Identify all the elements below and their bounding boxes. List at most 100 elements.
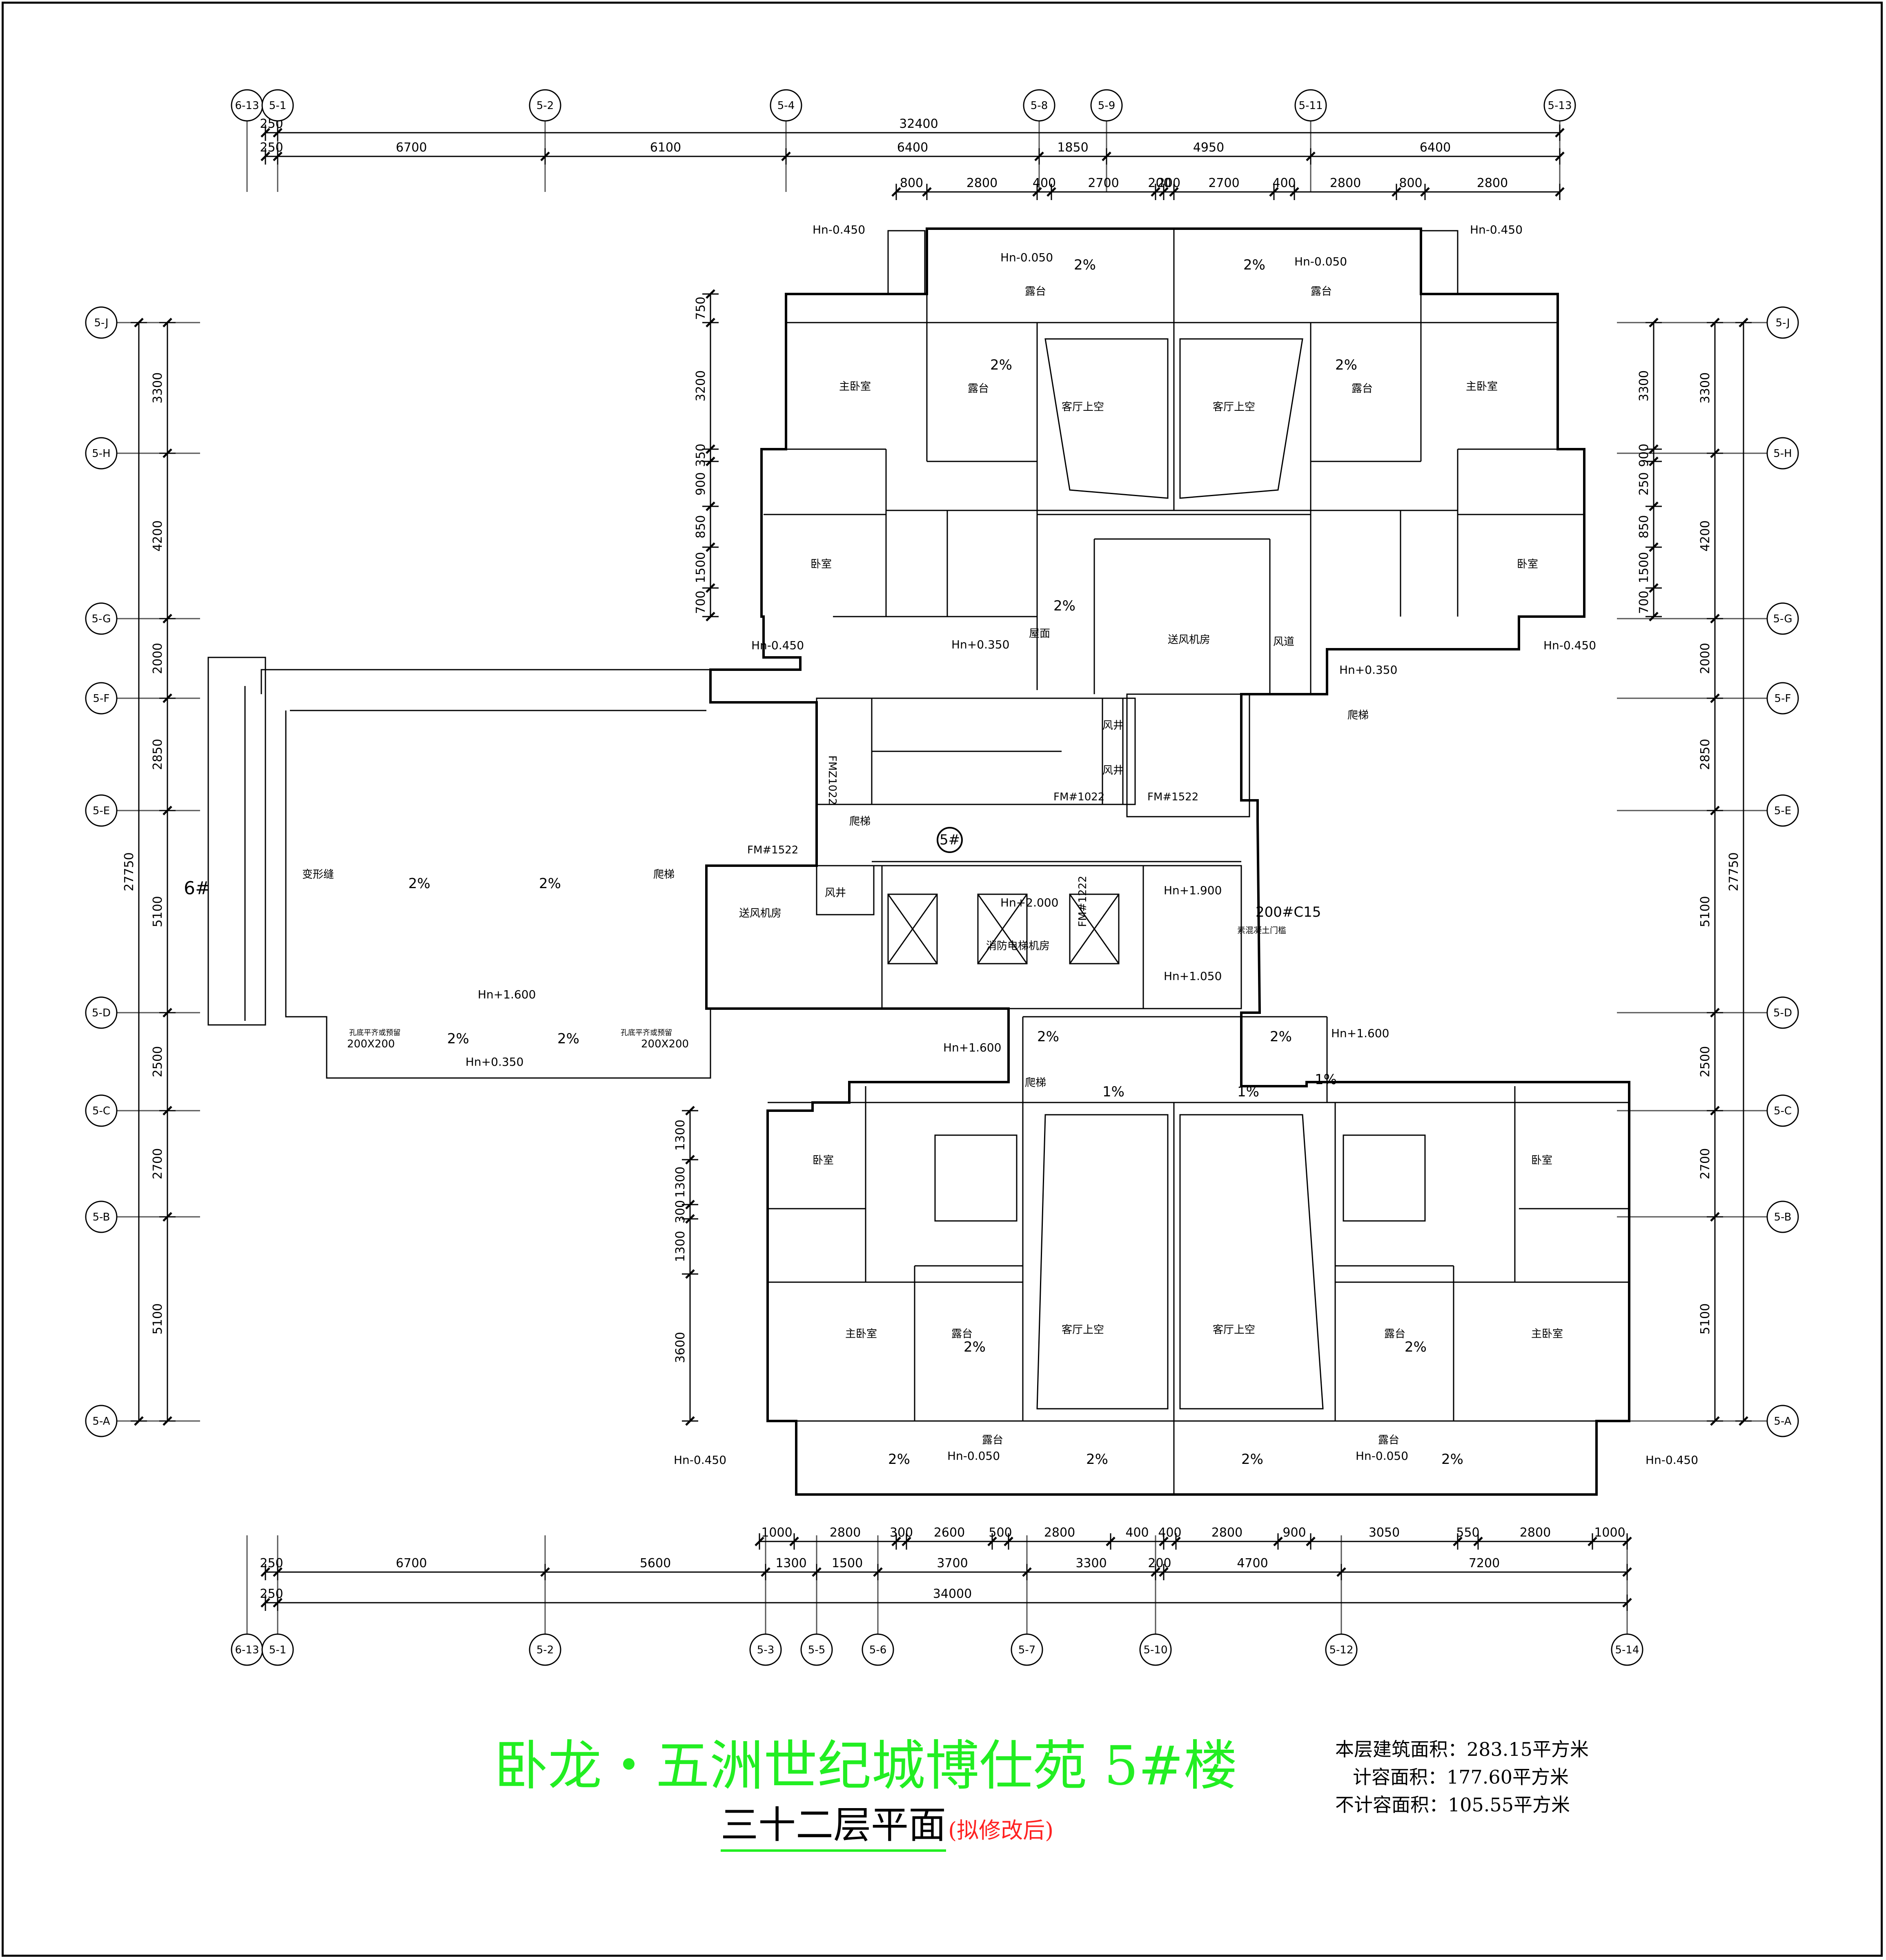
svg-text:5-C: 5-C <box>1774 1105 1792 1117</box>
axis-bubble-5-J: 5-J <box>1766 306 1799 339</box>
left-dim-lower-1: 1300 <box>673 1167 688 1198</box>
svg-text:5-G: 5-G <box>1773 613 1792 625</box>
room-balcony-ul: 露台 <box>968 383 989 395</box>
bot-dim-r2-3: 1300 <box>775 1556 806 1570</box>
vent-hole-l: 200X200 <box>347 1038 395 1050</box>
bot-dim-r2-6: 3300 <box>1075 1556 1107 1570</box>
left-dim-lower-4: 3600 <box>673 1332 688 1363</box>
door-fm1022: FM#1022 <box>1053 791 1104 803</box>
top-dim-r3-10: 2800 <box>1477 176 1508 190</box>
axis-bubble-5-2: 5-2 <box>529 89 561 122</box>
adjacent-building: 6# <box>184 878 210 899</box>
level-6: Hn-0.450 <box>1543 639 1596 652</box>
room-master-ur: 主卧室 <box>1466 381 1498 393</box>
bot-dim-r1-4: 500 <box>989 1526 1012 1540</box>
axis-bubble-5-H: 5-H <box>1766 437 1799 470</box>
svg-text:5-A: 5-A <box>1774 1415 1791 1428</box>
level-19: Hn+1.600 <box>943 1041 1001 1054</box>
slope-3: 2% <box>990 357 1012 373</box>
room-shaft-3: 风井 <box>825 887 846 899</box>
bot-dim-r1-9: 900 <box>1283 1526 1306 1540</box>
level-16: Hn-0.450 <box>674 1453 726 1467</box>
axis-bubble-5-4: 5-4 <box>770 89 802 122</box>
svg-text:5-2: 5-2 <box>537 1644 554 1656</box>
slope-4: 2% <box>1335 357 1357 373</box>
right-dim-inner-5: 700 <box>1637 590 1651 614</box>
right-dim-outer-3: 2850 <box>1698 739 1712 770</box>
right-dim-outer-1: 4200 <box>1698 520 1712 551</box>
axis-bubble-5-11: 5-11 <box>1294 89 1327 122</box>
room-ladder-3: 爬梯 <box>1347 709 1369 722</box>
vent-note-l: 孔底平齐或预留 <box>349 1029 401 1037</box>
svg-text:6-13: 6-13 <box>235 100 259 112</box>
room-balcony-ur: 露台 <box>1352 383 1373 395</box>
svg-text:5-F: 5-F <box>93 693 110 705</box>
svg-text:5-D: 5-D <box>1773 1007 1792 1019</box>
svg-text:5-B: 5-B <box>93 1211 110 1223</box>
svg-text:5-4: 5-4 <box>777 100 795 112</box>
subtitle-block: 三十二层平面 (拟修改后) <box>721 1795 1053 1852</box>
axis-bubble-5-C: 5-C <box>1766 1094 1799 1127</box>
axis-bubble-5-10: 5-10 <box>1139 1633 1172 1666</box>
bot-dim-r2-1: 6700 <box>396 1556 427 1570</box>
axis-lines <box>117 121 1767 1634</box>
left-dim-lower-2: 300 <box>673 1200 688 1223</box>
left-dim-inner-6: 700 <box>694 590 708 614</box>
svg-text:5-D: 5-D <box>92 1007 111 1019</box>
building-tag: 5# <box>940 832 960 848</box>
left-dim-outer-0: 3300 <box>151 372 165 403</box>
axis-bubble-5-C: 5-C <box>85 1094 118 1127</box>
bot-dim-r1-12: 2800 <box>1520 1526 1551 1540</box>
top-dim-r1-1: 32400 <box>899 117 938 131</box>
svg-text:5-A: 5-A <box>92 1415 110 1428</box>
slope-labels: 2% 2% 2% 2% 2% 2% 2% 2% 2% 2% 2% 1% 1% 1… <box>408 257 1463 1468</box>
axis-bubble-5-J: 5-J <box>85 306 118 339</box>
level-9: Hn+2.000 <box>1000 896 1058 909</box>
axis-bubble-5-F: 5-F <box>85 682 118 715</box>
room-fire-pump: 消防电梯机房 <box>986 940 1050 952</box>
left-dim-inner-1: 3200 <box>694 370 708 401</box>
level-labels: Hn-0.450 Hn-0.450 Hn-0.050 Hn-0.050 Hn-0… <box>465 223 1698 1467</box>
bot-dim-r1-2: 300 <box>890 1526 913 1540</box>
svg-text:5-E: 5-E <box>1774 805 1791 817</box>
room-bed-ur: 卧室 <box>1517 558 1538 570</box>
axis-bubble-5-D: 5-D <box>85 996 118 1029</box>
axis-bubble-5-9: 5-9 <box>1090 89 1123 122</box>
top-dim-r3-4: 200 <box>1148 176 1171 190</box>
slope-19: 2% <box>1241 1451 1263 1468</box>
svg-text:5-F: 5-F <box>1775 693 1791 705</box>
svg-text:5-2: 5-2 <box>537 100 554 112</box>
axis-bubble-5-H: 5-H <box>85 437 118 470</box>
drawing-title: 卧龙・五洲世纪城博仕苑 5#楼 <box>494 1735 1238 1797</box>
axis-bubble-5-7: 5-7 <box>1011 1633 1043 1666</box>
axis-bubble-5-A: 5-A <box>1766 1405 1799 1437</box>
level-5: Hn-0.450 <box>751 639 804 652</box>
svg-text:5-J: 5-J <box>1775 317 1790 329</box>
bot-dim-r2-8: 4700 <box>1237 1556 1268 1570</box>
svg-text:6-13: 6-13 <box>235 1644 259 1656</box>
bot-dim-r2-0: 250 <box>260 1556 283 1570</box>
right-dim-inner-0: 3300 <box>1637 370 1651 401</box>
bot-dim-r1-8: 2800 <box>1211 1526 1242 1540</box>
right-dim-inner-4: 1500 <box>1637 552 1651 583</box>
room-balcony-top-r: 露台 <box>1311 285 1332 298</box>
svg-text:5-14: 5-14 <box>1615 1644 1639 1656</box>
room-balcony-top-l: 露台 <box>1025 285 1046 298</box>
vent-note-r: 孔底平齐或预留 <box>621 1029 672 1037</box>
door-fm1522-a: FM#1522 <box>1147 791 1198 803</box>
axis-bubble-5-14: 5-14 <box>1611 1633 1643 1666</box>
axis-bubble-5-G: 5-G <box>1766 602 1799 635</box>
slope-18: 2% <box>1086 1451 1108 1468</box>
slope-5: 2% <box>1053 598 1075 614</box>
left-dim-outer-1: 4200 <box>151 520 165 551</box>
axis-bubble-5-1: 5-1 <box>261 1633 294 1666</box>
title-block: 卧龙・五洲世纪城博仕苑 5#楼 <box>494 1735 1270 1833</box>
level-1: Hn-0.450 <box>813 223 865 236</box>
level-8: Hn+0.350 <box>1339 663 1397 677</box>
top-dim-r2-0: 250 <box>260 140 283 155</box>
level-18: Hn+1.600 <box>1331 1027 1389 1040</box>
bot-dim-r1-0: 1000 <box>761 1526 792 1540</box>
bot-dim-r2-2: 5600 <box>640 1556 671 1570</box>
room-void-ur: 客厅上空 <box>1213 401 1255 413</box>
